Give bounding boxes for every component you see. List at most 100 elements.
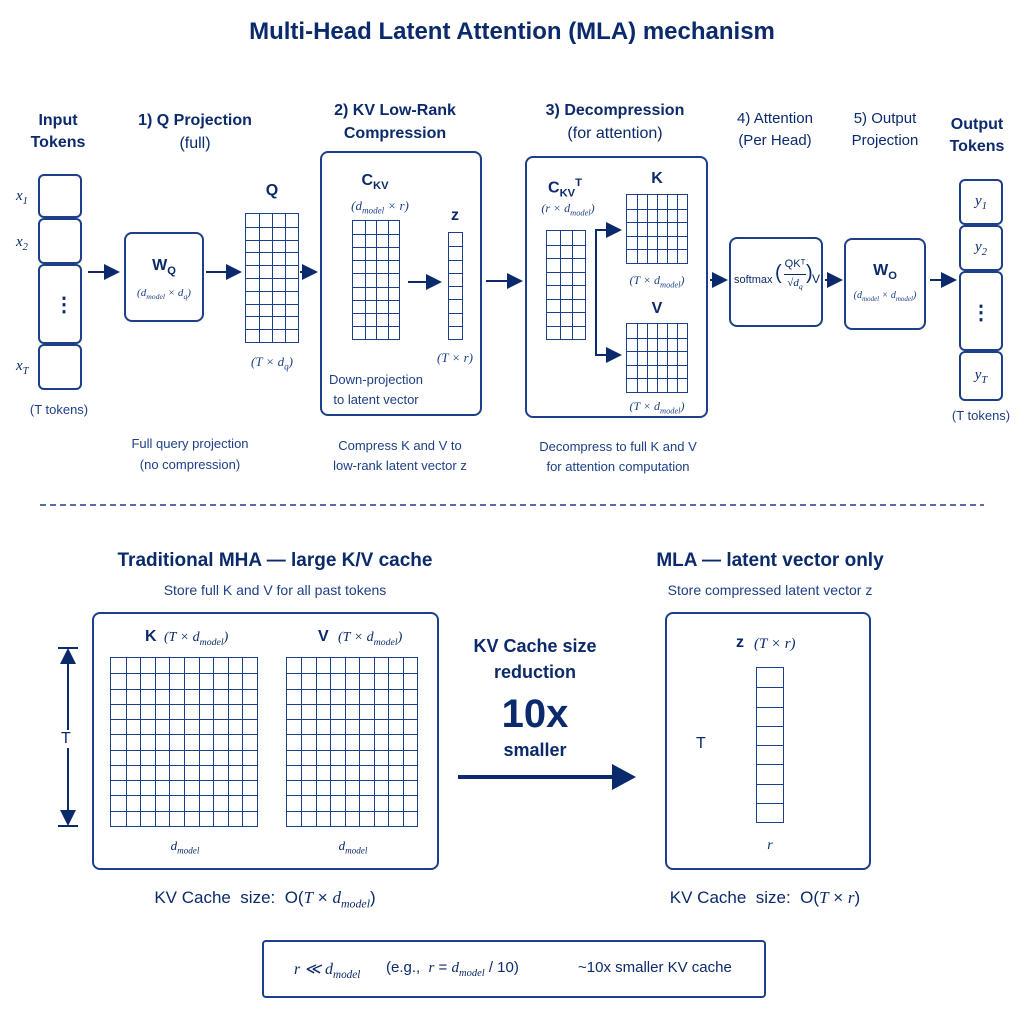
mha-k-grid: [110, 657, 258, 827]
mha-k-label: K: [145, 628, 157, 645]
ckvt-matrix-grid: [546, 230, 586, 340]
footer-box: [262, 940, 766, 998]
formula-v: V: [812, 272, 821, 286]
q-dims: (T × dq): [251, 354, 293, 372]
mha-v-dims: (T × dmodel): [338, 630, 403, 648]
footer-right: ~10x smaller KV cache: [578, 959, 732, 976]
output-count: (T tokens): [951, 408, 1011, 423]
step1-caption-2: (no compression): [139, 457, 241, 472]
z-vector-grid: [448, 232, 463, 340]
v-matrix-grid: [626, 323, 688, 393]
mha-sub: Store full K and V for all past tokens: [163, 582, 387, 598]
mha-v-width-label: dmodel: [318, 838, 388, 856]
wq-label: WQ: [152, 257, 176, 278]
z-dims: (T × r): [437, 350, 473, 365]
paren-right: ): [806, 262, 813, 284]
step1-heading: 1) Q Projection: [138, 112, 252, 129]
ckv-matrix-grid: [352, 220, 400, 340]
step3-heading-2: (for attention): [567, 125, 663, 142]
mla-heading: MLA — latent vector only: [656, 550, 884, 571]
step3-caption-1: Decompress to full K and V: [539, 439, 697, 454]
input-token-ellipsis: [38, 264, 82, 344]
step1-sub: (full): [179, 135, 211, 152]
reduction-big: 10x: [501, 692, 569, 736]
reduction-line-2: reduction: [493, 662, 576, 682]
step4-heading-1: 4) Attention: [737, 110, 813, 127]
footer-middle: (e.g., r = dmodel / 10): [386, 959, 519, 979]
step4-heading-2: (Per Head): [738, 132, 812, 149]
step2-heading-2: Compression: [343, 125, 447, 142]
ckvt-dims: (r × dmodel): [541, 201, 595, 218]
wq-matrix-box: [124, 232, 204, 322]
footer-left: r ≪ dmodel: [294, 961, 361, 982]
q-label: Q: [265, 182, 279, 199]
paren-left: (: [775, 262, 782, 284]
mla-sub: Store compressed latent vector z: [667, 582, 873, 598]
ckvt-label: CKVT: [548, 177, 582, 200]
formula-numerator: QKᵀ: [784, 258, 806, 270]
k-label: K: [651, 170, 663, 187]
mha-v-label: V: [318, 628, 329, 645]
q-matrix-grid: [245, 213, 299, 343]
step2-heading-1: 2) KV Low-Rank: [334, 102, 456, 119]
mha-cache-size: KV Cache size: O(T × dmodel): [154, 888, 376, 911]
step2-caption-1: Compress K and V to: [338, 438, 462, 453]
mla-z-label: z: [736, 634, 744, 651]
input-token-T-label: xT: [16, 358, 29, 377]
mla-z-grid: [756, 667, 784, 823]
k-matrix-grid: [626, 194, 688, 264]
input-token-T: [38, 344, 82, 390]
step2-note-2: to latent vector: [333, 392, 419, 407]
mha-k-width-label: dmodel: [150, 838, 220, 856]
mha-cache-box: [92, 612, 439, 870]
mha-heading: Traditional MHA — large K/V cache: [117, 550, 433, 571]
split-arrow: [595, 222, 622, 290]
reduction-line-1: KV Cache size: [473, 636, 597, 656]
kv-compression-box: [320, 151, 482, 416]
mha-t-label: T: [61, 730, 71, 748]
v-label: V: [651, 300, 663, 317]
mla-z-dims: (T × r): [754, 636, 796, 652]
output-token-T-label: yT: [974, 367, 988, 386]
output-token-1: [959, 179, 1003, 225]
mha-k-dims: (T × dmodel): [164, 630, 229, 648]
mla-cache-size: KV Cache size: O(T × r): [669, 888, 861, 907]
diagram-title: Multi-Head Latent Attention (MLA) mechan…: [249, 18, 775, 45]
wq-dims: (dmodel × dq): [137, 287, 191, 302]
mla-t-label: T: [696, 735, 706, 753]
formula-bar: [784, 274, 806, 275]
input-token-1-label: x1: [16, 188, 28, 207]
output-token-1-label: y1: [975, 193, 987, 212]
output-token-T: [959, 351, 1003, 401]
z-label: z: [451, 207, 459, 224]
wo-dims: (dmodel × dmodel): [853, 290, 917, 303]
step5-heading-1: 5) Output: [853, 110, 917, 127]
mla-width-label: r: [762, 838, 778, 854]
input-token-2-label: x2: [16, 234, 28, 253]
input-token-1: [38, 174, 82, 218]
formula-denominator: √dq: [787, 277, 803, 292]
softmax-label: softmax: [734, 274, 773, 286]
v-dims: (T × dmodel): [629, 399, 685, 416]
split-arrow: [595, 290, 622, 363]
reduction-line-3: smaller: [503, 740, 567, 760]
input-count: (T tokens): [29, 402, 89, 417]
wo-label: WO: [873, 262, 897, 283]
output-ellipsis: ⋮: [971, 302, 991, 324]
attention-box: [729, 237, 823, 327]
step3-heading-1: 3) Decompression: [545, 102, 685, 119]
mha-v-grid: [286, 657, 418, 827]
step2-caption-2: low-rank latent vector z: [333, 458, 467, 473]
step5-heading-2: Projection: [851, 132, 919, 149]
k-dims: (T × dmodel): [629, 273, 685, 290]
ckv-label: CKV: [361, 172, 389, 193]
step1-caption-1: Full query projection: [131, 436, 249, 451]
wo-matrix-box: [844, 238, 926, 330]
output-token-ellipsis: [959, 271, 1003, 351]
output-token-2: [959, 225, 1003, 271]
step3-caption-2: for attention computation: [546, 459, 690, 474]
input-token-2: [38, 218, 82, 264]
